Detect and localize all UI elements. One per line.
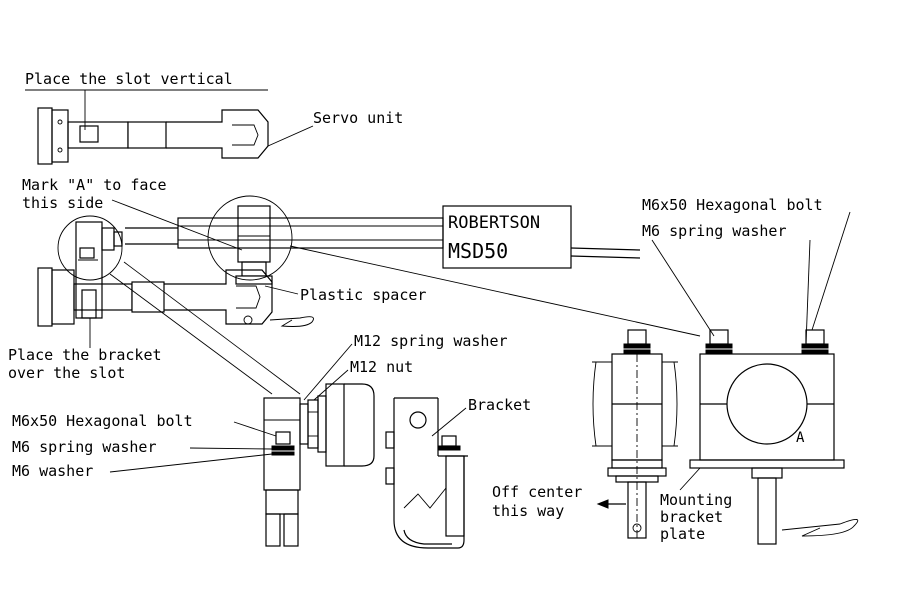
m12-spring-washer-label: M12 spring washer xyxy=(354,332,508,350)
leader-mark-a xyxy=(111,199,243,251)
servo-unit-label: Servo unit xyxy=(313,109,403,127)
m12-nut-label: M12 nut xyxy=(350,358,413,376)
split-pin-small-icon xyxy=(269,316,314,327)
clamp-side-view xyxy=(592,329,678,540)
clamp-front-view xyxy=(689,329,845,545)
split-pin-large-icon xyxy=(781,519,859,537)
brand-label: ROBERTSON xyxy=(448,213,540,233)
mark-a-label-line1: Mark "A" to face xyxy=(22,176,167,194)
leader-m6-washer xyxy=(109,453,273,473)
bracket-assembly-small xyxy=(75,221,123,319)
detail-line-spacer xyxy=(289,245,701,337)
mounting-label-line1: Mounting xyxy=(660,491,732,509)
bracket-label: Bracket xyxy=(468,396,531,414)
leader-mounting-plate xyxy=(679,467,701,491)
leader-spacer xyxy=(264,285,299,295)
leader-m12-nut xyxy=(313,369,349,401)
slot-vertical-label: Place the slot vertical xyxy=(25,70,233,88)
leader-servo xyxy=(267,125,314,147)
detail-line-bracket-a xyxy=(109,273,273,395)
mounting-label-line3: plate xyxy=(660,525,705,543)
leader-m6-spring-left xyxy=(189,447,273,450)
bracket-side-view xyxy=(263,383,375,547)
bracket-over-label-line2: over the slot xyxy=(8,364,125,382)
arrow-head-icon xyxy=(596,499,609,509)
off-center-label-line1: Off center xyxy=(492,483,582,501)
off-center-label-line2: this way xyxy=(492,502,564,520)
bracket-front-view xyxy=(385,397,468,549)
leader-m6x50-left xyxy=(233,421,277,437)
m6-spring-washer-right-label: M6 spring washer xyxy=(642,222,787,240)
detail-circle-spacer xyxy=(207,195,293,281)
leader-bracket xyxy=(431,407,467,437)
plastic-spacer-label: Plastic spacer xyxy=(300,286,426,304)
mark-a-label-line2: this side xyxy=(22,194,103,212)
leader-m6-spring-right xyxy=(805,239,811,345)
leader-m12-spring xyxy=(303,343,353,401)
detail-line-bracket-b xyxy=(123,261,301,395)
detail-circle-bracket xyxy=(57,215,123,281)
tiller-arm-lower xyxy=(37,267,273,327)
leader-m6x50-right-b xyxy=(811,211,851,331)
mounting-label-line2: bracket xyxy=(660,508,723,526)
servo-arm-top-view xyxy=(37,107,269,165)
m6x50-right-label: M6x50 Hexagonal bolt xyxy=(642,196,823,214)
leader-m6x50-right xyxy=(651,239,715,337)
model-label: MSD50 xyxy=(448,239,508,263)
mark-a-letter: A xyxy=(796,430,805,446)
m6x50-left-label: M6x50 Hexagonal bolt xyxy=(12,412,193,430)
servo-unit-body xyxy=(125,205,641,269)
m6-washer-label: M6 washer xyxy=(12,462,93,480)
bracket-over-label-line1: Place the bracket xyxy=(8,346,162,364)
m6-spring-washer-left-label: M6 spring washer xyxy=(12,438,157,456)
